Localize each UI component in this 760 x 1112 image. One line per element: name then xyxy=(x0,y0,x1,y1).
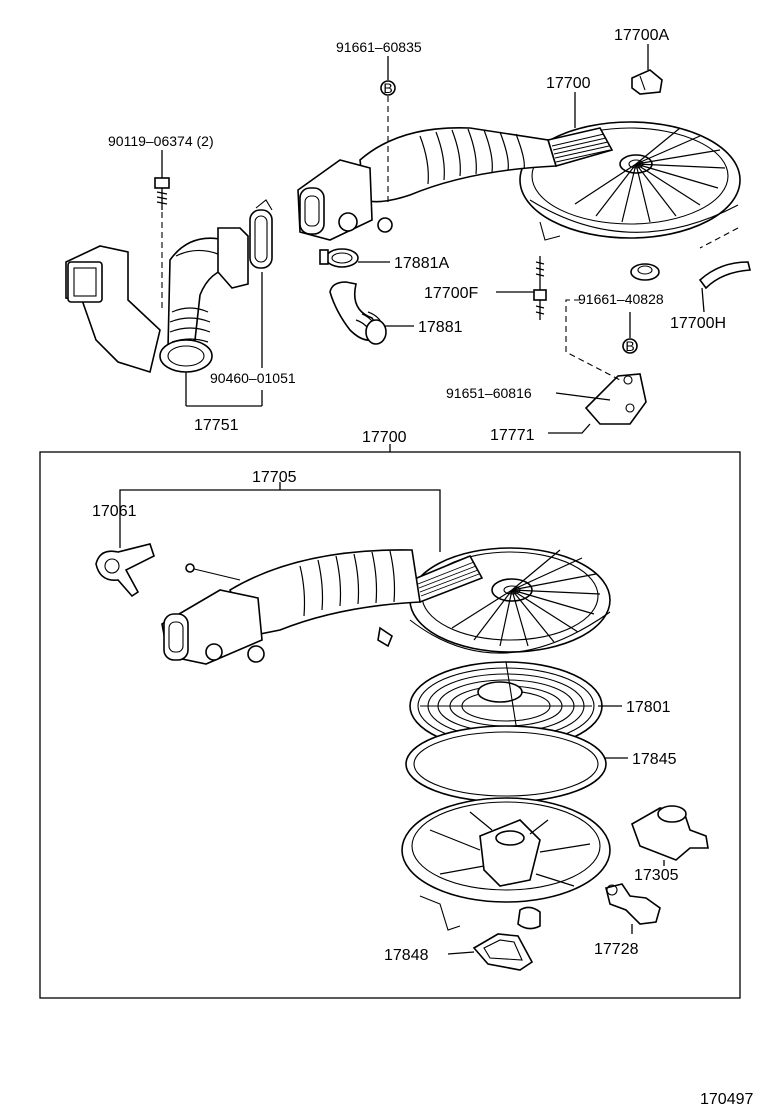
leader-lines-upper xyxy=(161,44,739,434)
label-91661-60835: 91661–60835 xyxy=(336,39,422,55)
leader-17705 xyxy=(119,482,441,552)
marker-b-2: B xyxy=(622,338,638,354)
label-17305: 17305 xyxy=(634,867,679,884)
label-17700a: 17700A xyxy=(614,27,669,44)
label-17848: 17848 xyxy=(384,947,429,964)
bolt-90119 xyxy=(154,177,170,210)
label-17771: 17771 xyxy=(490,427,535,444)
label-17801: 17801 xyxy=(626,699,671,716)
label-17751: 17751 xyxy=(194,417,239,434)
label-17728: 17728 xyxy=(594,941,639,958)
marker-b-2-text: B xyxy=(625,338,634,354)
label-91651-60816: 91651–60816 xyxy=(446,385,532,401)
gasket-17848 xyxy=(472,933,534,971)
label-17881a: 17881A xyxy=(394,255,449,272)
label-90119-06374: 90119–06374 (2) xyxy=(108,133,214,149)
stud-17700f xyxy=(533,256,547,320)
upper-intake-hose xyxy=(297,126,558,241)
marker-b-1: B xyxy=(380,80,396,96)
label-17881: 17881 xyxy=(418,319,463,336)
label-91661-40828: 91661–40828 xyxy=(578,291,664,307)
diagram-id: 170497 xyxy=(700,1091,753,1108)
grommet-upper xyxy=(630,263,660,281)
valve-17728 xyxy=(605,883,661,934)
tube-17700h xyxy=(698,261,752,290)
lower-intake-hose xyxy=(161,549,421,665)
bracket-17771 xyxy=(584,373,647,425)
label-17061: 17061 xyxy=(92,503,137,520)
gasket-90460 xyxy=(249,199,273,269)
air-cleaner-case xyxy=(401,797,611,931)
hose-17881 xyxy=(329,281,387,345)
clip-17700a xyxy=(631,69,663,95)
label-17700-box: 17700 xyxy=(362,429,407,446)
marker-b-1-text: B xyxy=(383,80,392,96)
leader-lines-lower xyxy=(447,705,628,955)
gasket-ring-17845 xyxy=(405,725,607,803)
air-cleaner-upper-assembly xyxy=(519,121,741,241)
valve-17305 xyxy=(631,805,709,866)
label-17845: 17845 xyxy=(632,751,677,768)
clamp-17881a xyxy=(319,248,359,268)
label-17700h: 17700H xyxy=(670,315,726,332)
valve-17061 xyxy=(95,522,155,598)
label-17705: 17705 xyxy=(252,469,297,486)
label-90460-01051: 90460–01051 xyxy=(210,370,296,386)
air-cleaner-cover xyxy=(409,547,611,654)
label-17700f: 17700F xyxy=(424,285,478,302)
intake-hose-17751 xyxy=(65,227,249,374)
label-17700-top: 17700 xyxy=(546,75,591,92)
